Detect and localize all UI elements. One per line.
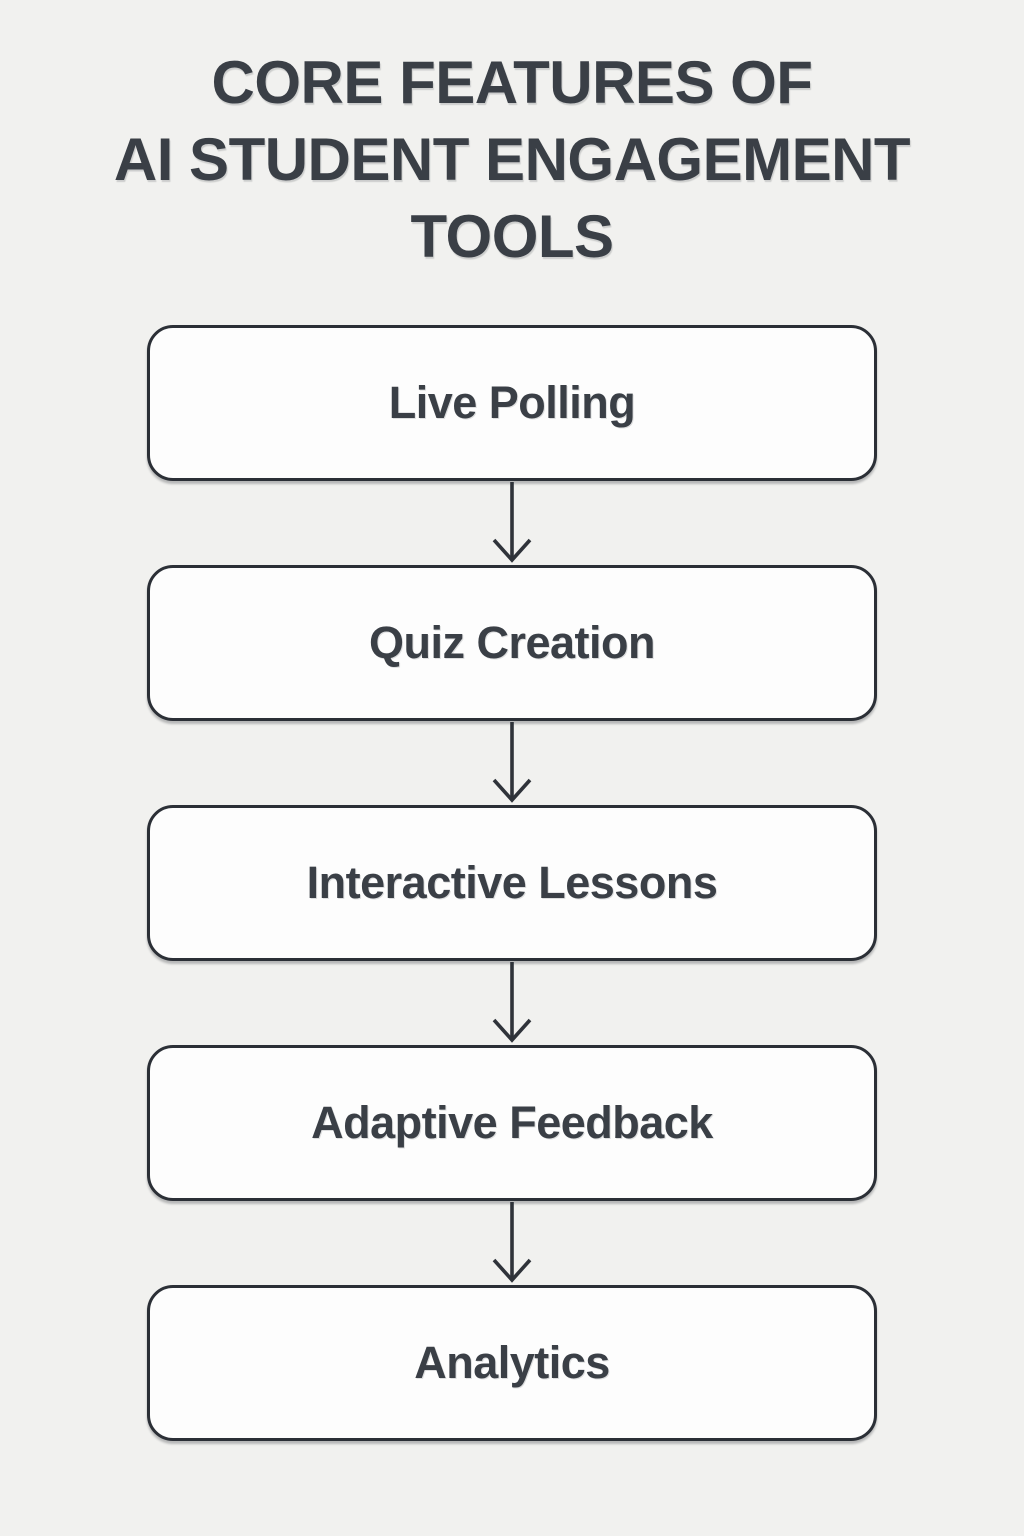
title-line-1: CORE FEATURES OF — [211, 49, 813, 116]
connector-2 — [0, 721, 1024, 805]
arrow-down-icon — [492, 1202, 532, 1283]
connector-3 — [0, 961, 1024, 1045]
flow-node-interactive-lessons: Interactive Lessons — [147, 805, 877, 961]
flow-node-label: Adaptive Feedback — [311, 1097, 713, 1148]
flow-node-analytics: Analytics — [147, 1285, 877, 1441]
flow-node-label: Live Polling — [388, 377, 636, 428]
title-line-3: TOOLS — [410, 203, 614, 270]
flow-node-label: Quiz Creation — [368, 617, 656, 668]
flow-node-quiz-creation: Quiz Creation — [147, 565, 877, 721]
flow-node-label: Analytics — [414, 1337, 610, 1388]
arrow-down-icon — [492, 722, 532, 803]
flow-node-label: Interactive Lessons — [306, 857, 718, 908]
page-title: CORE FEATURES OF AI STUDENT ENGAGEMENT T… — [82, 44, 942, 275]
arrow-down-icon — [492, 962, 532, 1043]
flow-node-live-polling: Live Polling — [147, 325, 877, 481]
connector-4 — [0, 1201, 1024, 1285]
title-line-2: AI STUDENT ENGAGEMENT — [113, 126, 911, 193]
flow-node-adaptive-feedback: Adaptive Feedback — [147, 1045, 877, 1201]
connector-1 — [0, 481, 1024, 565]
arrow-down-icon — [492, 482, 532, 563]
flowchart: Live Polling Quiz Creation Interactive L… — [0, 325, 1024, 1441]
